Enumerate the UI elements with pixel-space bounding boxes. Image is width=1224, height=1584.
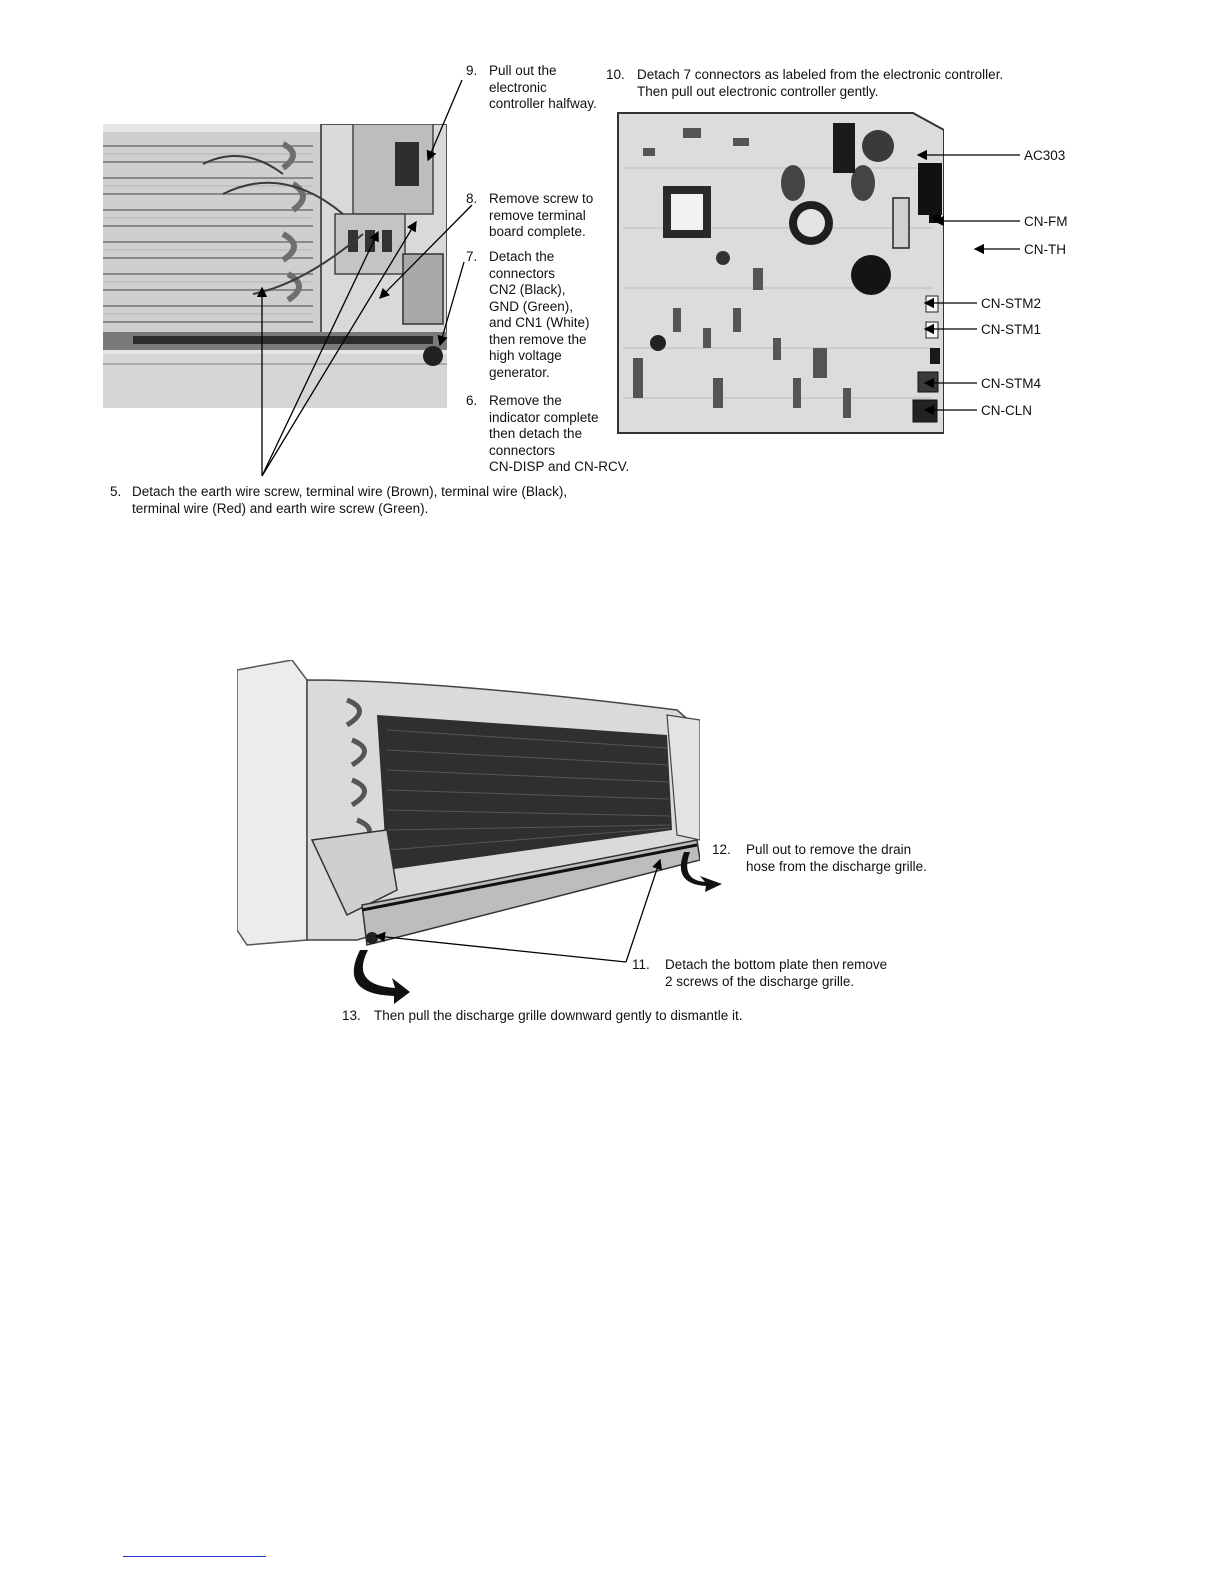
step-7: 7. Detach the connectors CN2 (Black), GN… <box>466 249 616 383</box>
step-number: 13. <box>342 1008 361 1023</box>
step-text: Pull out to remove the drain hose from t… <box>746 842 927 874</box>
step-text: Remove the indicator complete then detac… <box>489 393 630 474</box>
step-text: Detach the bottom plate then remove 2 sc… <box>665 957 888 989</box>
step-text: Then pull the discharge grille downward … <box>374 1008 743 1023</box>
step-8: 8. Remove screw to remove terminal board… <box>466 191 616 243</box>
step-number: 11. <box>632 957 650 972</box>
step-number: 10. <box>606 67 625 82</box>
connector-label-cn-stm4: CN-STM4 <box>981 376 1041 391</box>
step-number: 9. <box>466 63 478 78</box>
step-10: 10. Detach 7 connectors as labeled from … <box>606 67 1036 101</box>
step-12: 12. Pull out to remove the drain hose fr… <box>712 842 972 876</box>
step-13: 13. Then pull the discharge grille downw… <box>342 1008 802 1026</box>
step-text: Detach the connectors CN2 (Black), GND (… <box>489 249 590 380</box>
curved-arrow-icon <box>353 950 410 1004</box>
connector-label-cn-cln: CN-CLN <box>981 403 1033 418</box>
footer-rule <box>123 1556 266 1557</box>
step-number: 7. <box>466 249 478 264</box>
step-text: Pull out the electronic controller halfw… <box>489 63 597 111</box>
step-text: Detach the earth wire screw, terminal wi… <box>132 484 568 516</box>
connector-label-cn-fm: CN-FM <box>1024 214 1068 229</box>
step-number: 5. <box>110 484 122 499</box>
indoor-unit-internals-photo <box>103 124 447 408</box>
step-text: Detach 7 connectors as labeled from the … <box>637 67 1004 99</box>
step-number: 12. <box>712 842 731 857</box>
step-5: 5. Detach the earth wire screw, terminal… <box>110 484 630 518</box>
step-number: 6. <box>466 393 478 408</box>
connector-label-ac303: AC303 <box>1024 148 1066 163</box>
step-11: 11. Detach the bottom plate then remove … <box>632 957 952 991</box>
step-6: 6. Remove the indicator complete then de… <box>466 393 656 477</box>
step-text: Remove screw to remove terminal board co… <box>489 191 594 239</box>
discharge-grille-photo <box>237 660 700 950</box>
electronic-controller-pcb-photo <box>613 108 944 438</box>
step-9: 9. Pull out the electronic controller ha… <box>466 63 616 115</box>
connector-label-cn-stm1: CN-STM1 <box>981 322 1041 337</box>
step-number: 8. <box>466 191 478 206</box>
connector-label-cn-stm2: CN-STM2 <box>981 296 1041 311</box>
connector-label-cn-th: CN-TH <box>1024 242 1066 257</box>
